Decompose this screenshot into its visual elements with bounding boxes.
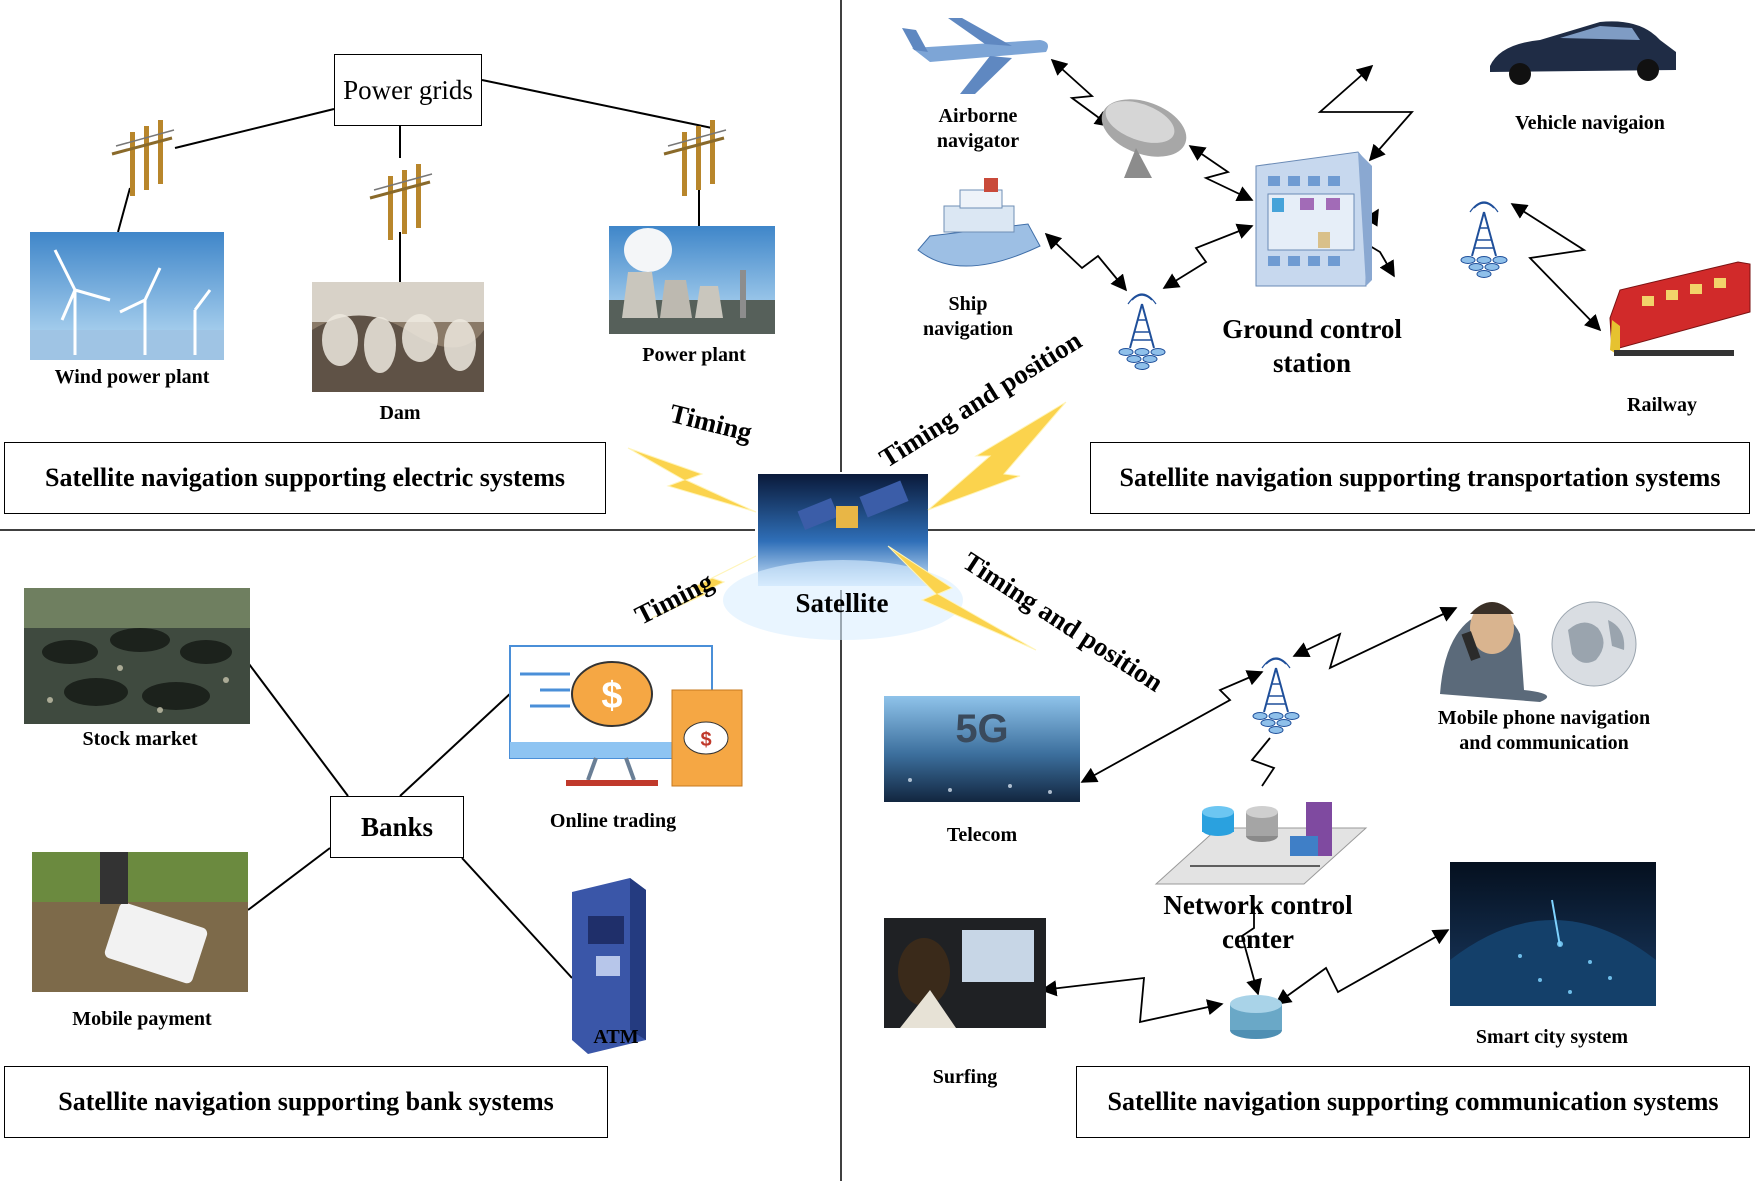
- telecom-5g-text: 5G: [955, 707, 1008, 751]
- timing-bolts: [627, 401, 1067, 651]
- network-control-center-icon: [1154, 802, 1368, 885]
- network-control-line1: Network control: [1163, 890, 1353, 920]
- smart-city-label: Smart city system: [1475, 1026, 1629, 1048]
- wind-power-plant-image: [30, 232, 224, 360]
- network-control-center-label: Network control center: [1163, 888, 1352, 956]
- utility-pole-icon: [662, 118, 728, 198]
- car-icon: [1490, 21, 1676, 85]
- radio-tower-icon: [1118, 293, 1166, 371]
- globe-icon: [1551, 601, 1637, 687]
- electric-caption-box: Satellite navigation supporting electric…: [4, 442, 606, 514]
- wind-power-plant-label: Wind power plant: [54, 366, 210, 388]
- bank-connectors: [245, 659, 573, 979]
- stock-market-label: Stock market: [82, 728, 198, 750]
- ship-line1: Ship: [948, 293, 988, 315]
- transport-caption-box: Satellite navigation supporting transpor…: [1090, 442, 1750, 514]
- mobile-phone-navigation-label: Mobile phone navigation and communicatio…: [1438, 706, 1650, 756]
- mobile-payment-label: Mobile payment: [72, 1008, 212, 1030]
- airborne-line1: Airborne: [938, 105, 1018, 127]
- satellite-dish-icon: [1101, 99, 1187, 178]
- surfing-label: Surfing: [932, 1066, 998, 1088]
- stock-market-image: [24, 588, 250, 724]
- utility-pole-icon: [110, 118, 176, 198]
- ship-icon: [917, 178, 1041, 267]
- ground-control-line2: station: [1272, 348, 1352, 378]
- power-plant-label: Power plant: [642, 344, 746, 366]
- ship-navigation-label: Ship navigation: [923, 292, 1013, 342]
- banks-hub: Banks: [330, 796, 464, 858]
- mobile-payment-image: [32, 852, 248, 992]
- dam-label: Dam: [379, 402, 421, 424]
- utility-pole-icon: [368, 162, 434, 242]
- power-grids-hub: Power grids: [334, 54, 482, 126]
- radio-tower-icon: [1252, 657, 1300, 735]
- comm-caption: Satellite navigation supporting communic…: [1107, 1087, 1719, 1116]
- online-trading-label: Online trading: [549, 810, 677, 832]
- svg-text:$: $: [700, 729, 711, 751]
- electric-caption: Satellite navigation supporting electric…: [45, 463, 565, 492]
- atm-icon: [572, 878, 646, 1054]
- telecom-label: Telecom: [946, 824, 1018, 846]
- svg-text:$: $: [601, 675, 622, 717]
- router-icon: [1230, 995, 1282, 1039]
- ground-control-building-icon: [1255, 151, 1372, 287]
- satellite-label: Satellite: [795, 588, 889, 618]
- mobile-phone-person-icon: [1440, 602, 1548, 702]
- transport-caption: Satellite navigation supporting transpor…: [1119, 463, 1721, 492]
- train-icon: [1609, 261, 1751, 356]
- power-grids-label: Power grids: [343, 74, 473, 105]
- airborne-line2: navigator: [936, 130, 1020, 152]
- ground-control-station-label: Ground control station: [1222, 312, 1402, 380]
- power-plant-image: [609, 226, 775, 334]
- atm-label: ATM: [593, 1026, 639, 1048]
- railway-label: Railway: [1627, 394, 1697, 416]
- network-control-line2: center: [1222, 924, 1294, 954]
- ground-control-line1: Ground control: [1222, 314, 1402, 344]
- comm-links: [1040, 606, 1458, 1024]
- banks-label: Banks: [360, 811, 434, 842]
- smart-city-image: [1450, 862, 1656, 1006]
- vehicle-navigation-label: Vehicle navigaion: [1515, 112, 1665, 134]
- comm-caption-box: Satellite navigation supporting communic…: [1076, 1066, 1750, 1138]
- telecom-5g-image: 5G: [884, 696, 1080, 802]
- bank-caption: Satellite navigation supporting bank sys…: [58, 1087, 554, 1116]
- electric-connectors: [117, 79, 713, 282]
- online-trading-icon: $ $: [509, 645, 743, 787]
- bank-caption-box: Satellite navigation supporting bank sys…: [4, 1066, 608, 1138]
- ship-line2: navigation: [922, 318, 1014, 340]
- airborne-navigator-label: Airborne navigator: [937, 104, 1019, 154]
- radio-tower-icon: [1460, 201, 1508, 279]
- surfing-image: [884, 918, 1046, 1028]
- satellite-image: [723, 474, 963, 640]
- mobile-line2: and communication: [1459, 732, 1629, 754]
- dam-image: [312, 282, 484, 392]
- airplane-icon: [902, 18, 1048, 94]
- mobile-line1: Mobile phone navigation: [1437, 707, 1651, 729]
